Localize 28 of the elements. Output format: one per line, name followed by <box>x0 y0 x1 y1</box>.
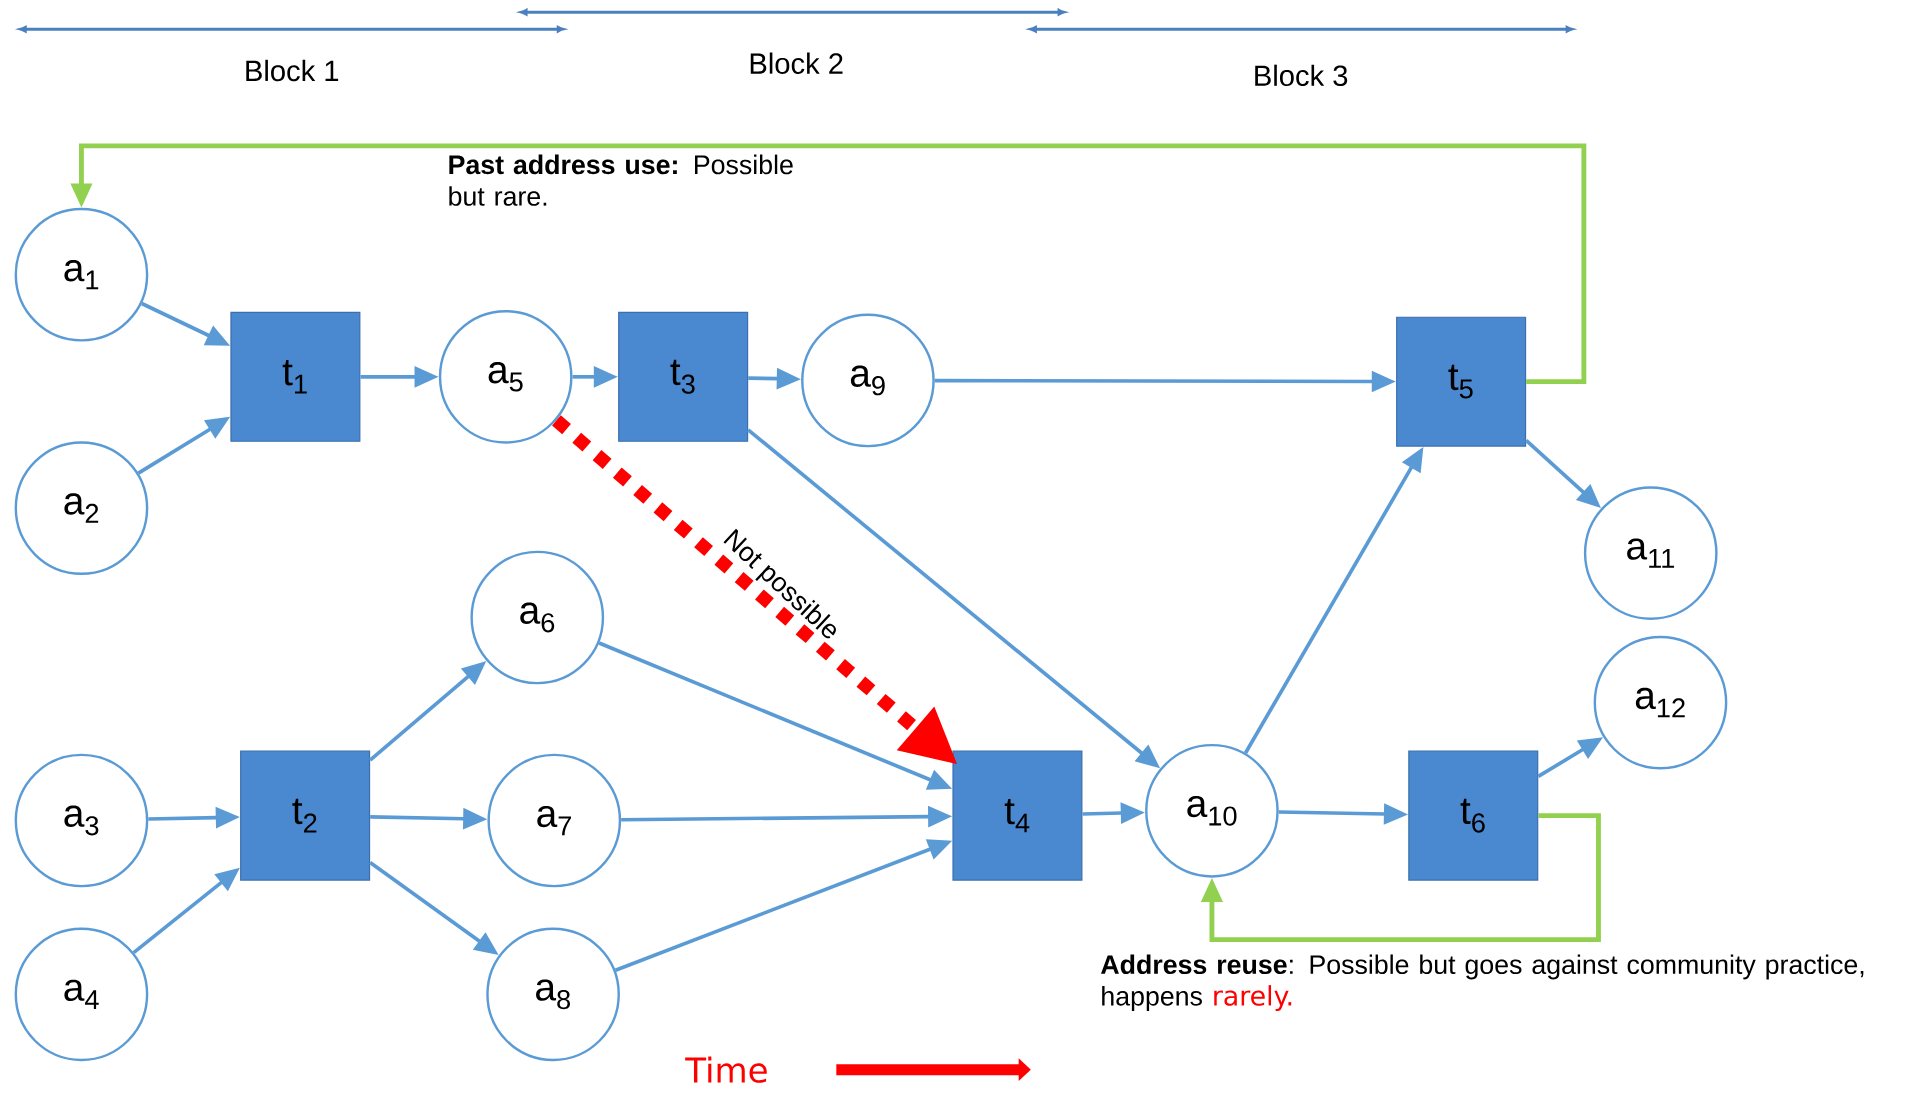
circle-node: a$_{6}$ <box>470 550 605 685</box>
circle-node: a$_{11}$ <box>1583 486 1718 620</box>
transaction-box: t$_{6}$ <box>1408 750 1539 881</box>
circle-node: a$_{1}$ <box>14 207 149 342</box>
circle-node: a$_{2}$ <box>14 441 149 575</box>
note-text: Past address use: Possible but rare. <box>449 154 793 206</box>
circle-node: a$_{3}$ <box>14 753 149 888</box>
circle-node: a$_{10}$ <box>1145 743 1279 878</box>
transaction-box: t$_{2}$ <box>240 750 371 881</box>
circle-node: a$_{7}$ <box>487 753 622 888</box>
transaction-box: t$_{5}$ <box>1396 316 1527 447</box>
transaction-box: t$_{4}$ <box>952 750 1083 881</box>
circle-node: a$_{4}$ <box>14 927 149 1061</box>
label: rarely. <box>1214 984 1292 1011</box>
transaction-box: t$_{3}$ <box>618 311 749 442</box>
block-label: Block 2 <box>750 52 843 74</box>
circle-node: a$_{12}$ <box>1593 635 1728 770</box>
circle-node: a$_{8}$ <box>486 927 620 1061</box>
time-label: Time <box>685 1056 767 1083</box>
transaction-box: t$_{1}$ <box>230 311 361 442</box>
block-label: Block 1 <box>246 59 339 81</box>
note-text: Address reuse: Possible but goes against community practice, happens rarely. <box>1101 954 1864 1011</box>
label: Address reuse: Possible but goes against community practice, <box>1101 954 1864 980</box>
label: happens <box>1102 985 1202 1011</box>
block-label: Block 3 <box>1255 64 1348 86</box>
circle-node: a$_{9}$ <box>801 313 935 448</box>
arrow <box>1200 813 1601 942</box>
circle-node: a$_{5}$ <box>438 309 573 444</box>
